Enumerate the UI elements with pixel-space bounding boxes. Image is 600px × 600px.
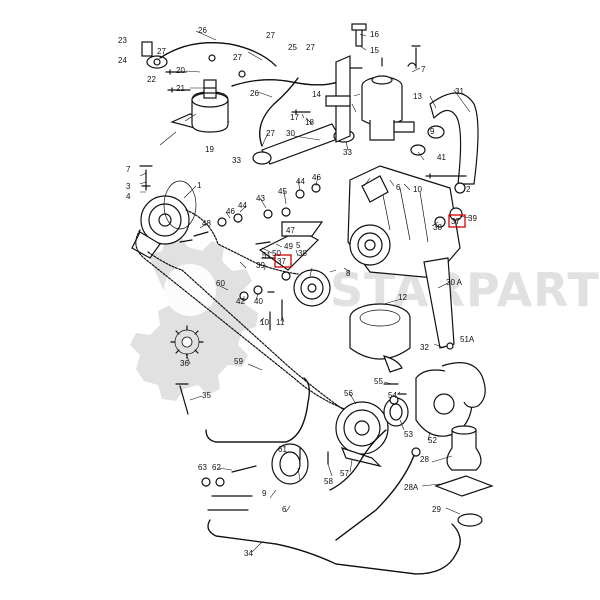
oil-filter bbox=[349, 303, 411, 373]
callout-8[interactable]: 8 bbox=[346, 269, 351, 278]
callout-57[interactable]: 57 bbox=[340, 469, 349, 478]
callout-9-bottom: 9 bbox=[262, 489, 267, 498]
callout-labels: 23 24 22 20 21 19 26 27 27 25 27 27 26 2… bbox=[118, 26, 477, 558]
callout-44-right[interactable]: 44 bbox=[296, 177, 305, 186]
callout-36[interactable]: 36 bbox=[180, 359, 189, 368]
callout-14[interactable]: 14 bbox=[312, 90, 321, 99]
callout-6-bottom: 6 bbox=[282, 505, 287, 514]
callout-63[interactable]: 63 bbox=[198, 463, 207, 472]
highlight-box-37-left bbox=[274, 254, 292, 268]
callout-3[interactable]: 3 bbox=[126, 182, 131, 191]
bracket-and-reservoir bbox=[325, 23, 417, 143]
callout-17[interactable]: 17 bbox=[290, 113, 299, 122]
callout-22[interactable]: 22 bbox=[147, 75, 156, 84]
callout-47[interactable]: 47 bbox=[286, 226, 295, 235]
callout-42[interactable]: 42 bbox=[236, 297, 245, 306]
callout-41[interactable]: 41 bbox=[437, 153, 446, 162]
callout-53[interactable]: 53 bbox=[404, 430, 413, 439]
callout-46-right[interactable]: 46 bbox=[312, 173, 321, 182]
callout-9[interactable]: 9 bbox=[430, 127, 435, 136]
callout-15[interactable]: 15 bbox=[370, 46, 379, 55]
callout-62[interactable]: 62 bbox=[212, 463, 221, 472]
camshaft-sprocket-left bbox=[131, 180, 197, 259]
watermark-gear-icon bbox=[130, 235, 258, 401]
callout-40[interactable]: 40 bbox=[254, 297, 263, 306]
callout-18[interactable]: 18 bbox=[305, 118, 314, 127]
callout-38-left[interactable]: 38 bbox=[298, 249, 307, 258]
callout-39-left[interactable]: 39 bbox=[256, 261, 265, 270]
callout-34[interactable]: 34 bbox=[244, 549, 253, 558]
callout-35[interactable]: 35 bbox=[202, 391, 211, 400]
callout-59[interactable]: 59 bbox=[234, 357, 243, 366]
callout-26-mid[interactable]: 26 bbox=[250, 89, 259, 98]
callout-46-left[interactable]: 46 bbox=[226, 207, 235, 216]
callout-28[interactable]: 28 bbox=[420, 455, 429, 464]
callout-32[interactable]: 32 bbox=[420, 343, 429, 352]
tensioner-sprocket bbox=[258, 221, 331, 307]
callout-33-right[interactable]: 33 bbox=[343, 148, 352, 157]
callout-56[interactable]: 56 bbox=[344, 389, 353, 398]
callout-20[interactable]: 20 bbox=[176, 66, 185, 75]
callout-60[interactable]: 60 bbox=[216, 279, 225, 288]
power-steering-pump bbox=[347, 144, 467, 349]
callout-19[interactable]: 19 bbox=[205, 145, 214, 154]
callout-51[interactable]: 51 bbox=[262, 251, 271, 260]
callout-55[interactable]: 55 bbox=[374, 377, 383, 386]
thermostat-housing bbox=[434, 425, 494, 527]
callout-39-right[interactable]: 39 bbox=[468, 214, 477, 223]
callout-30a[interactable]: 30 A bbox=[446, 278, 463, 287]
callout-12[interactable]: 12 bbox=[398, 293, 407, 302]
callout-38-right[interactable]: 38 bbox=[433, 223, 442, 232]
callout-2[interactable]: 2 bbox=[466, 185, 471, 194]
callout-27-right[interactable]: 27 bbox=[306, 43, 315, 52]
callout-51a[interactable]: 51A bbox=[460, 335, 475, 344]
callout-26-top[interactable]: 26 bbox=[198, 26, 207, 35]
bolts-and-washers bbox=[139, 45, 466, 487]
callout-1[interactable]: 1 bbox=[197, 181, 202, 190]
callout-54[interactable]: 54 bbox=[388, 391, 397, 400]
callout-21[interactable]: 21 bbox=[176, 84, 185, 93]
crankshaft-sprocket bbox=[335, 397, 409, 468]
callout-30[interactable]: 30 bbox=[286, 129, 295, 138]
small-gear-icon bbox=[170, 325, 204, 359]
callout-10[interactable]: 10 bbox=[260, 318, 269, 327]
callout-29[interactable]: 29 bbox=[432, 505, 441, 514]
callout-48[interactable]: 48 bbox=[202, 219, 211, 228]
callout-24[interactable]: 24 bbox=[118, 56, 127, 65]
engine-mount-assembly bbox=[141, 41, 230, 133]
callout-10-top: 10 bbox=[413, 185, 422, 194]
callout-11[interactable]: 11 bbox=[276, 318, 285, 327]
callout-13[interactable]: 13 bbox=[413, 92, 422, 101]
callout-61[interactable]: 61 bbox=[278, 445, 287, 454]
callout-7[interactable]: 7 bbox=[421, 65, 426, 74]
water-pump-housing bbox=[415, 342, 486, 437]
callout-49[interactable]: 49 bbox=[284, 242, 293, 251]
callout-23[interactable]: 23 bbox=[118, 36, 127, 45]
callout-37-left[interactable]: 37 bbox=[277, 257, 286, 266]
callout-7-left: 7 bbox=[126, 165, 131, 174]
callout-25[interactable]: 25 bbox=[288, 43, 297, 52]
callout-4[interactable]: 4 bbox=[126, 192, 131, 201]
callout-16[interactable]: 16 bbox=[370, 30, 379, 39]
callout-27-left[interactable]: 27 bbox=[157, 47, 166, 56]
callout-27-mid[interactable]: 27 bbox=[233, 53, 242, 62]
callout-33-left[interactable]: 33 bbox=[232, 156, 241, 165]
callout-31[interactable]: 31 bbox=[455, 87, 464, 96]
callout-45[interactable]: 45 bbox=[278, 187, 287, 196]
callout-37-right[interactable]: 37 bbox=[451, 217, 460, 226]
callout-43[interactable]: 43 bbox=[256, 194, 265, 203]
callout-28a[interactable]: 28A bbox=[404, 483, 419, 492]
callout-5[interactable]: 5 bbox=[296, 241, 301, 250]
callout-58[interactable]: 58 bbox=[324, 477, 333, 486]
callout-50[interactable]: 50 bbox=[272, 249, 281, 258]
highlight-box-37-right bbox=[448, 214, 466, 228]
callout-27-center[interactable]: 27 bbox=[266, 31, 275, 40]
callout-52[interactable]: 52 bbox=[428, 436, 437, 445]
callout-6[interactable]: 6 bbox=[396, 183, 401, 192]
callout-44-left[interactable]: 44 bbox=[238, 201, 247, 210]
leader-lines bbox=[139, 30, 471, 553]
callout-27-lower[interactable]: 27 bbox=[266, 129, 275, 138]
